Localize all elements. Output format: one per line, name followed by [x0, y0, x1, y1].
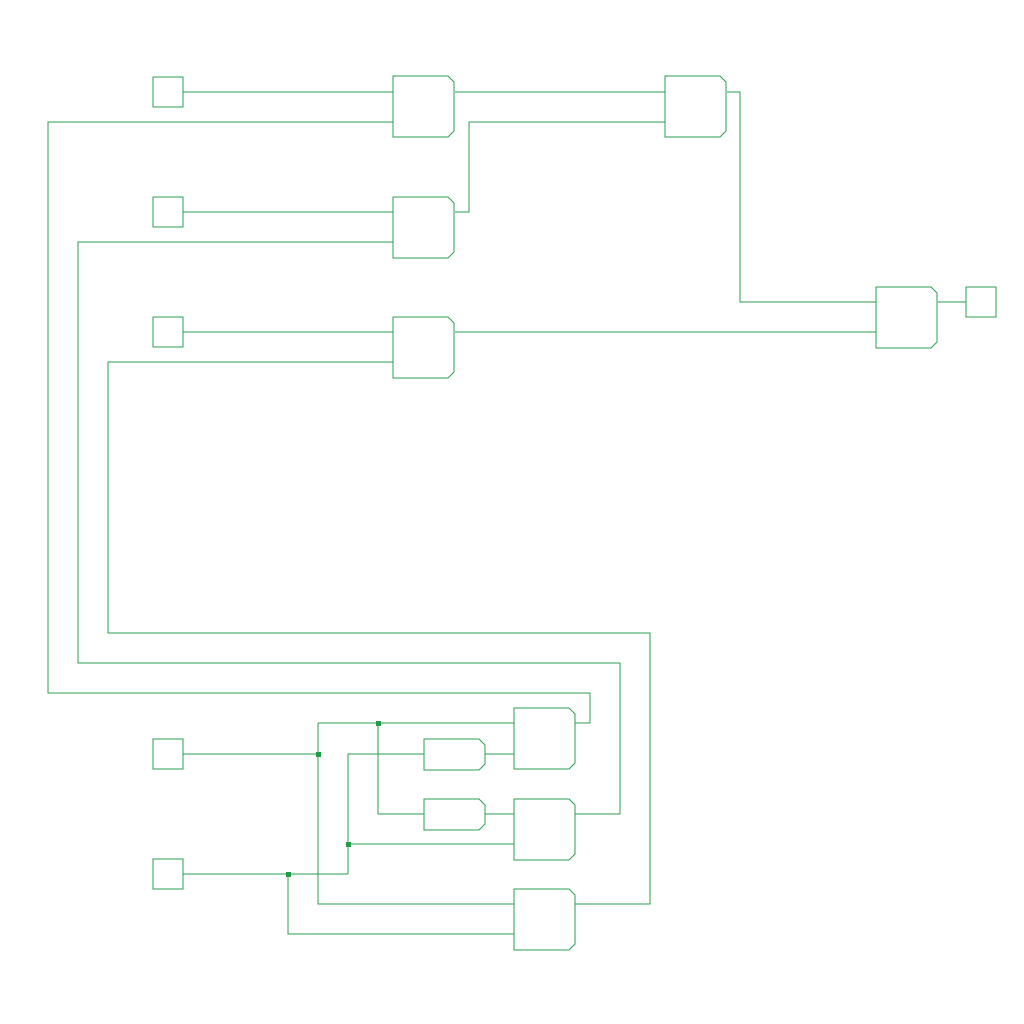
- wire-node348-to-small1: [347, 753, 424, 874]
- wire-feedback-left-1: [47, 121, 591, 724]
- wires: [47, 91, 966, 935]
- logic-gate-g-top-1[interactable]: [392, 75, 455, 138]
- gates: [392, 75, 938, 951]
- input-pin-3[interactable]: [152, 316, 184, 348]
- junction-node: [316, 752, 321, 757]
- output-pin-1[interactable]: [965, 286, 997, 318]
- logic-gate-g-bot-small-1[interactable]: [423, 738, 486, 771]
- logic-gate-g-bot-3[interactable]: [513, 888, 576, 951]
- logic-gate-g-top-2[interactable]: [392, 196, 455, 259]
- components: [152, 76, 997, 890]
- logic-gate-g-bot-2[interactable]: [513, 798, 576, 861]
- wire-feedback-left-2: [77, 241, 621, 815]
- wire-node378-to-small2: [377, 723, 424, 815]
- logic-gate-g-out[interactable]: [875, 286, 938, 349]
- logic-gate-g-top-3[interactable]: [392, 316, 455, 379]
- logic-gate-g-bot-small-2[interactable]: [423, 798, 486, 831]
- wire-vertical-318: [317, 723, 514, 905]
- logic-gate-g-bot-1[interactable]: [513, 707, 576, 770]
- logic-gate-g-top-final[interactable]: [664, 75, 727, 138]
- junctions: [286, 721, 381, 877]
- input-pin-2[interactable]: [152, 196, 184, 228]
- input-pin-5[interactable]: [152, 858, 184, 890]
- wire-feedback-left-3: [107, 361, 651, 905]
- junction-node: [286, 872, 291, 877]
- junction-node: [376, 721, 381, 726]
- wire-node288-to-gbot3: [287, 874, 514, 935]
- input-pin-1[interactable]: [152, 76, 184, 108]
- input-pin-4[interactable]: [152, 738, 184, 770]
- wire-gtopfinal-to-gout: [727, 91, 876, 303]
- junction-node: [346, 842, 351, 847]
- wire-gtop2-to-gtopfinal: [455, 121, 665, 213]
